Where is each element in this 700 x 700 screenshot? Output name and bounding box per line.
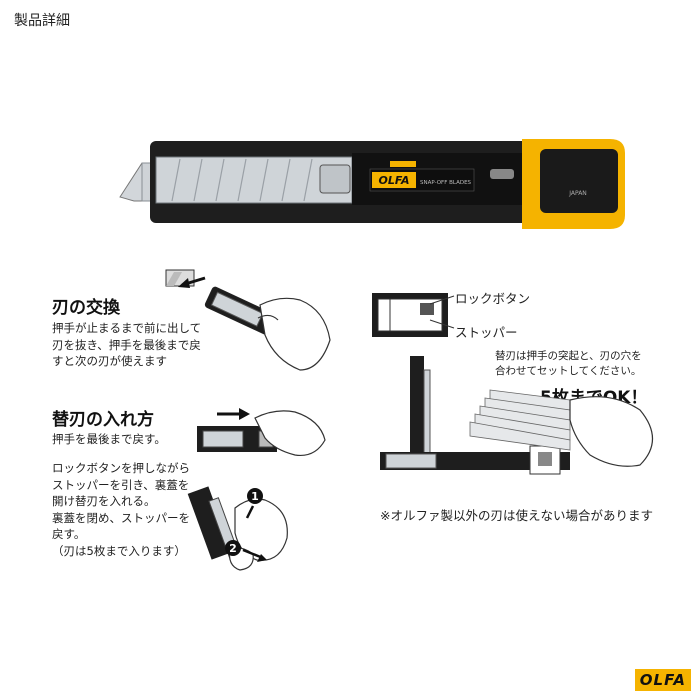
label-lock-button: ロックボタン: [455, 291, 531, 306]
note-line-1: 替刃は押手の突起と、刃の穴を: [495, 350, 642, 362]
section-title-refill: 替刃の入れ方: [52, 410, 154, 430]
refill-step-return: 押手を最後まで戻す。: [52, 432, 166, 446]
illustration-open-cover: 1 2: [187, 486, 288, 571]
refill-line-2: ストッパーを引き、裏蓋を: [52, 477, 190, 492]
metal-channel: [155, 156, 353, 204]
brand-logo: OLFA: [379, 174, 410, 187]
step-marker-2-label: 2: [229, 542, 237, 555]
refill-line-1: ロックボタンを押しながら: [52, 461, 190, 475]
replace-line-2: 刃を抜き、押手を最後まで戻: [52, 337, 201, 352]
diagram-open-knife: [380, 356, 653, 475]
replace-line-1: 押手が止まるまで前に出して: [52, 321, 202, 335]
replace-line-3: すと次の刃が使えます: [52, 354, 167, 368]
section-body-replace: 押手が止まるまで前に出して 刃を抜き、押手を最後まで戻 すと次の刃が使えます: [52, 320, 212, 370]
refill-line-4: 裏蓋を閉め、ストッパーを: [52, 510, 190, 525]
refill-line-3: 開け替刃を入れる。: [52, 494, 156, 508]
diagram-note: 替刃は押手の突起と、刃の穴を 合わせてセットしてください。: [495, 349, 685, 379]
illustration-return-slider: [197, 408, 326, 457]
illustration-replace: [165, 269, 331, 371]
product-knife-image: OLFA SNAP-OFF BLADES JAPAN: [119, 139, 625, 229]
section-title-replace: 刃の交換: [52, 298, 120, 318]
refill-line-6: （刃は5枚まで入ります）: [52, 543, 186, 558]
step-marker-2: [225, 540, 241, 556]
step-marker-1: [247, 488, 263, 504]
section-body-refill: ロックボタンを押しながら ストッパーを引き、裏蓋を 開け替刃を入れる。 裏蓋を閉…: [52, 460, 212, 559]
refill-line-5: 戻す。: [52, 527, 86, 541]
origin-label: JAPAN: [568, 190, 587, 197]
label-stopper: ストッパー: [455, 325, 518, 340]
leader-lines: [429, 295, 455, 329]
warning-note: ※オルファ製以外の刃は使えない場合があります: [380, 508, 653, 523]
footer-logo: OLFA: [634, 669, 691, 691]
note-line-2: 合わせてセットしてください。: [495, 365, 642, 377]
plate-text: SNAP-OFF BLADES: [420, 180, 472, 186]
diagram-lock-detail: [372, 293, 448, 337]
page-title: 製品詳細: [14, 13, 70, 29]
slider-button: [319, 164, 351, 194]
step-marker-1-label: 1: [251, 490, 259, 503]
